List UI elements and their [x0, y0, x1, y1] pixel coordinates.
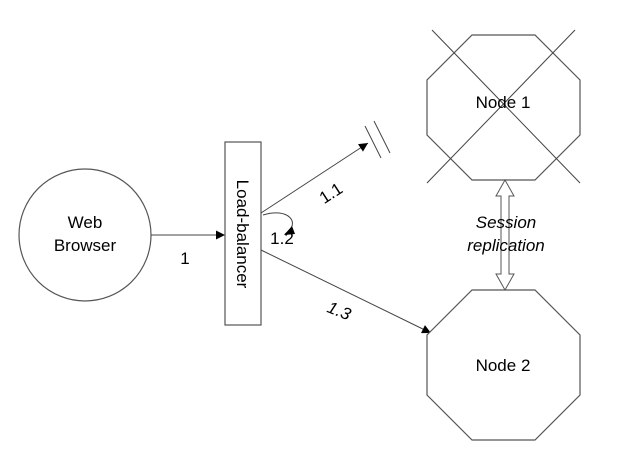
- node-2-label: Node 2: [476, 356, 531, 375]
- broken-link-icon: [364, 120, 391, 159]
- session-replication-arrow: [495, 178, 515, 292]
- failed-cross-icon: [431, 29, 581, 184]
- replication-label-line2: replication: [467, 236, 545, 255]
- node-1-label: Node 1: [476, 93, 531, 112]
- step-label-1-1: 1.1: [316, 179, 346, 208]
- load-balancer-box: [224, 141, 262, 326]
- node-2-octagon: [426, 289, 581, 441]
- web-browser-node: Web Browser: [18, 168, 152, 302]
- web-browser-circle: [18, 168, 152, 302]
- web-browser-label-line2: Browser: [54, 236, 117, 255]
- request-arrow-1-3: [260, 249, 432, 334]
- retry-loop-arrowhead: [284, 226, 295, 235]
- replication-label-line1: Session: [476, 213, 536, 232]
- node-2: Node 2: [426, 289, 581, 441]
- step-label-1: 1: [180, 249, 189, 268]
- step-label-1-3: 1.3: [325, 298, 355, 325]
- step-label-1-2: 1.2: [270, 229, 294, 248]
- request-arrow-1-1: [260, 142, 369, 214]
- web-browser-label-line1: Web: [68, 213, 103, 232]
- load-balancer-node: Load-balancer: [224, 141, 262, 326]
- node-1: Node 1: [426, 29, 581, 184]
- load-balancer-label: Load-balancer: [233, 180, 252, 289]
